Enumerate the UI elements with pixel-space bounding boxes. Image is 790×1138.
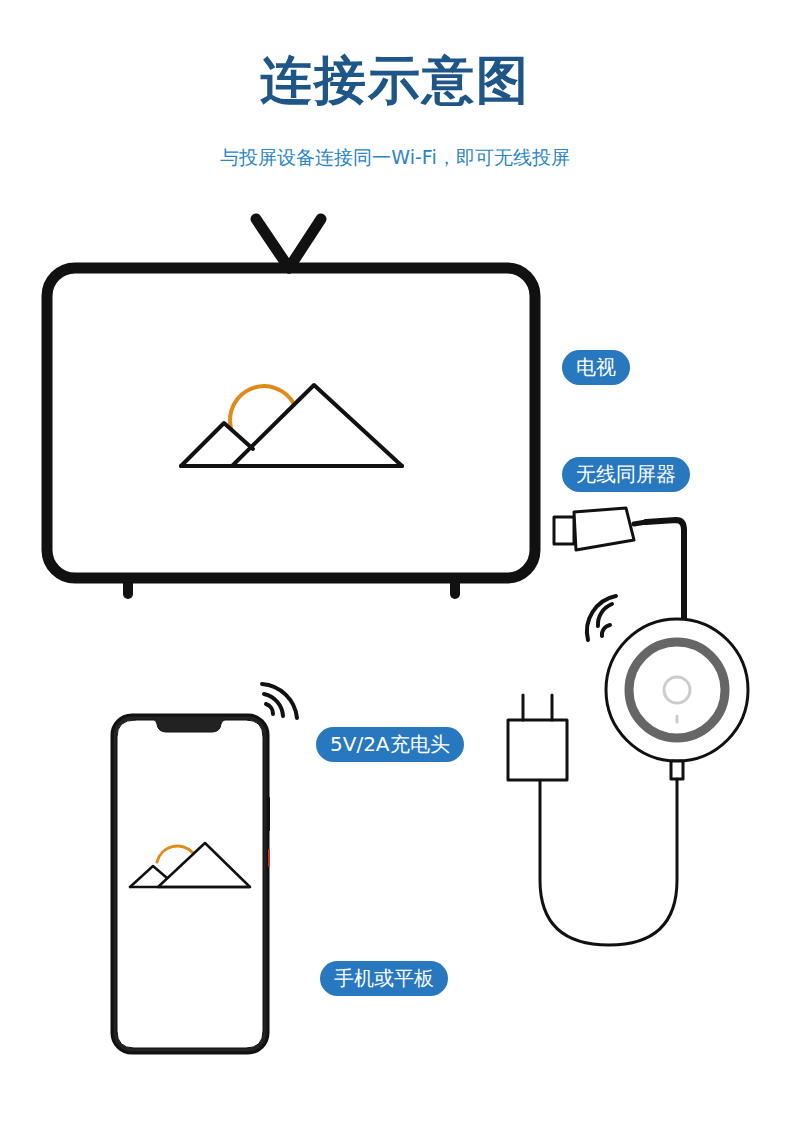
- label-pill: 无线同屏器: [562, 457, 690, 492]
- label-pill: 电视: [562, 350, 630, 385]
- pill-text: 5V/2A充电头: [330, 732, 450, 756]
- label-pill: 5V/2A充电头: [316, 727, 464, 762]
- phone-drawing: [112, 684, 297, 1053]
- pill-text: 无线同屏器: [576, 462, 676, 486]
- pill-text: 手机或平板: [334, 966, 434, 990]
- pill-text: 电视: [576, 355, 616, 379]
- label-pill: 手机或平板: [320, 961, 448, 996]
- page-caption: 与投屏设备连接同一Wi-Fi，即可无线投屏: [0, 145, 790, 171]
- page-title: 连接示意图: [0, 46, 790, 116]
- tv-drawing: [47, 219, 535, 594]
- dongle-drawing: [508, 508, 748, 945]
